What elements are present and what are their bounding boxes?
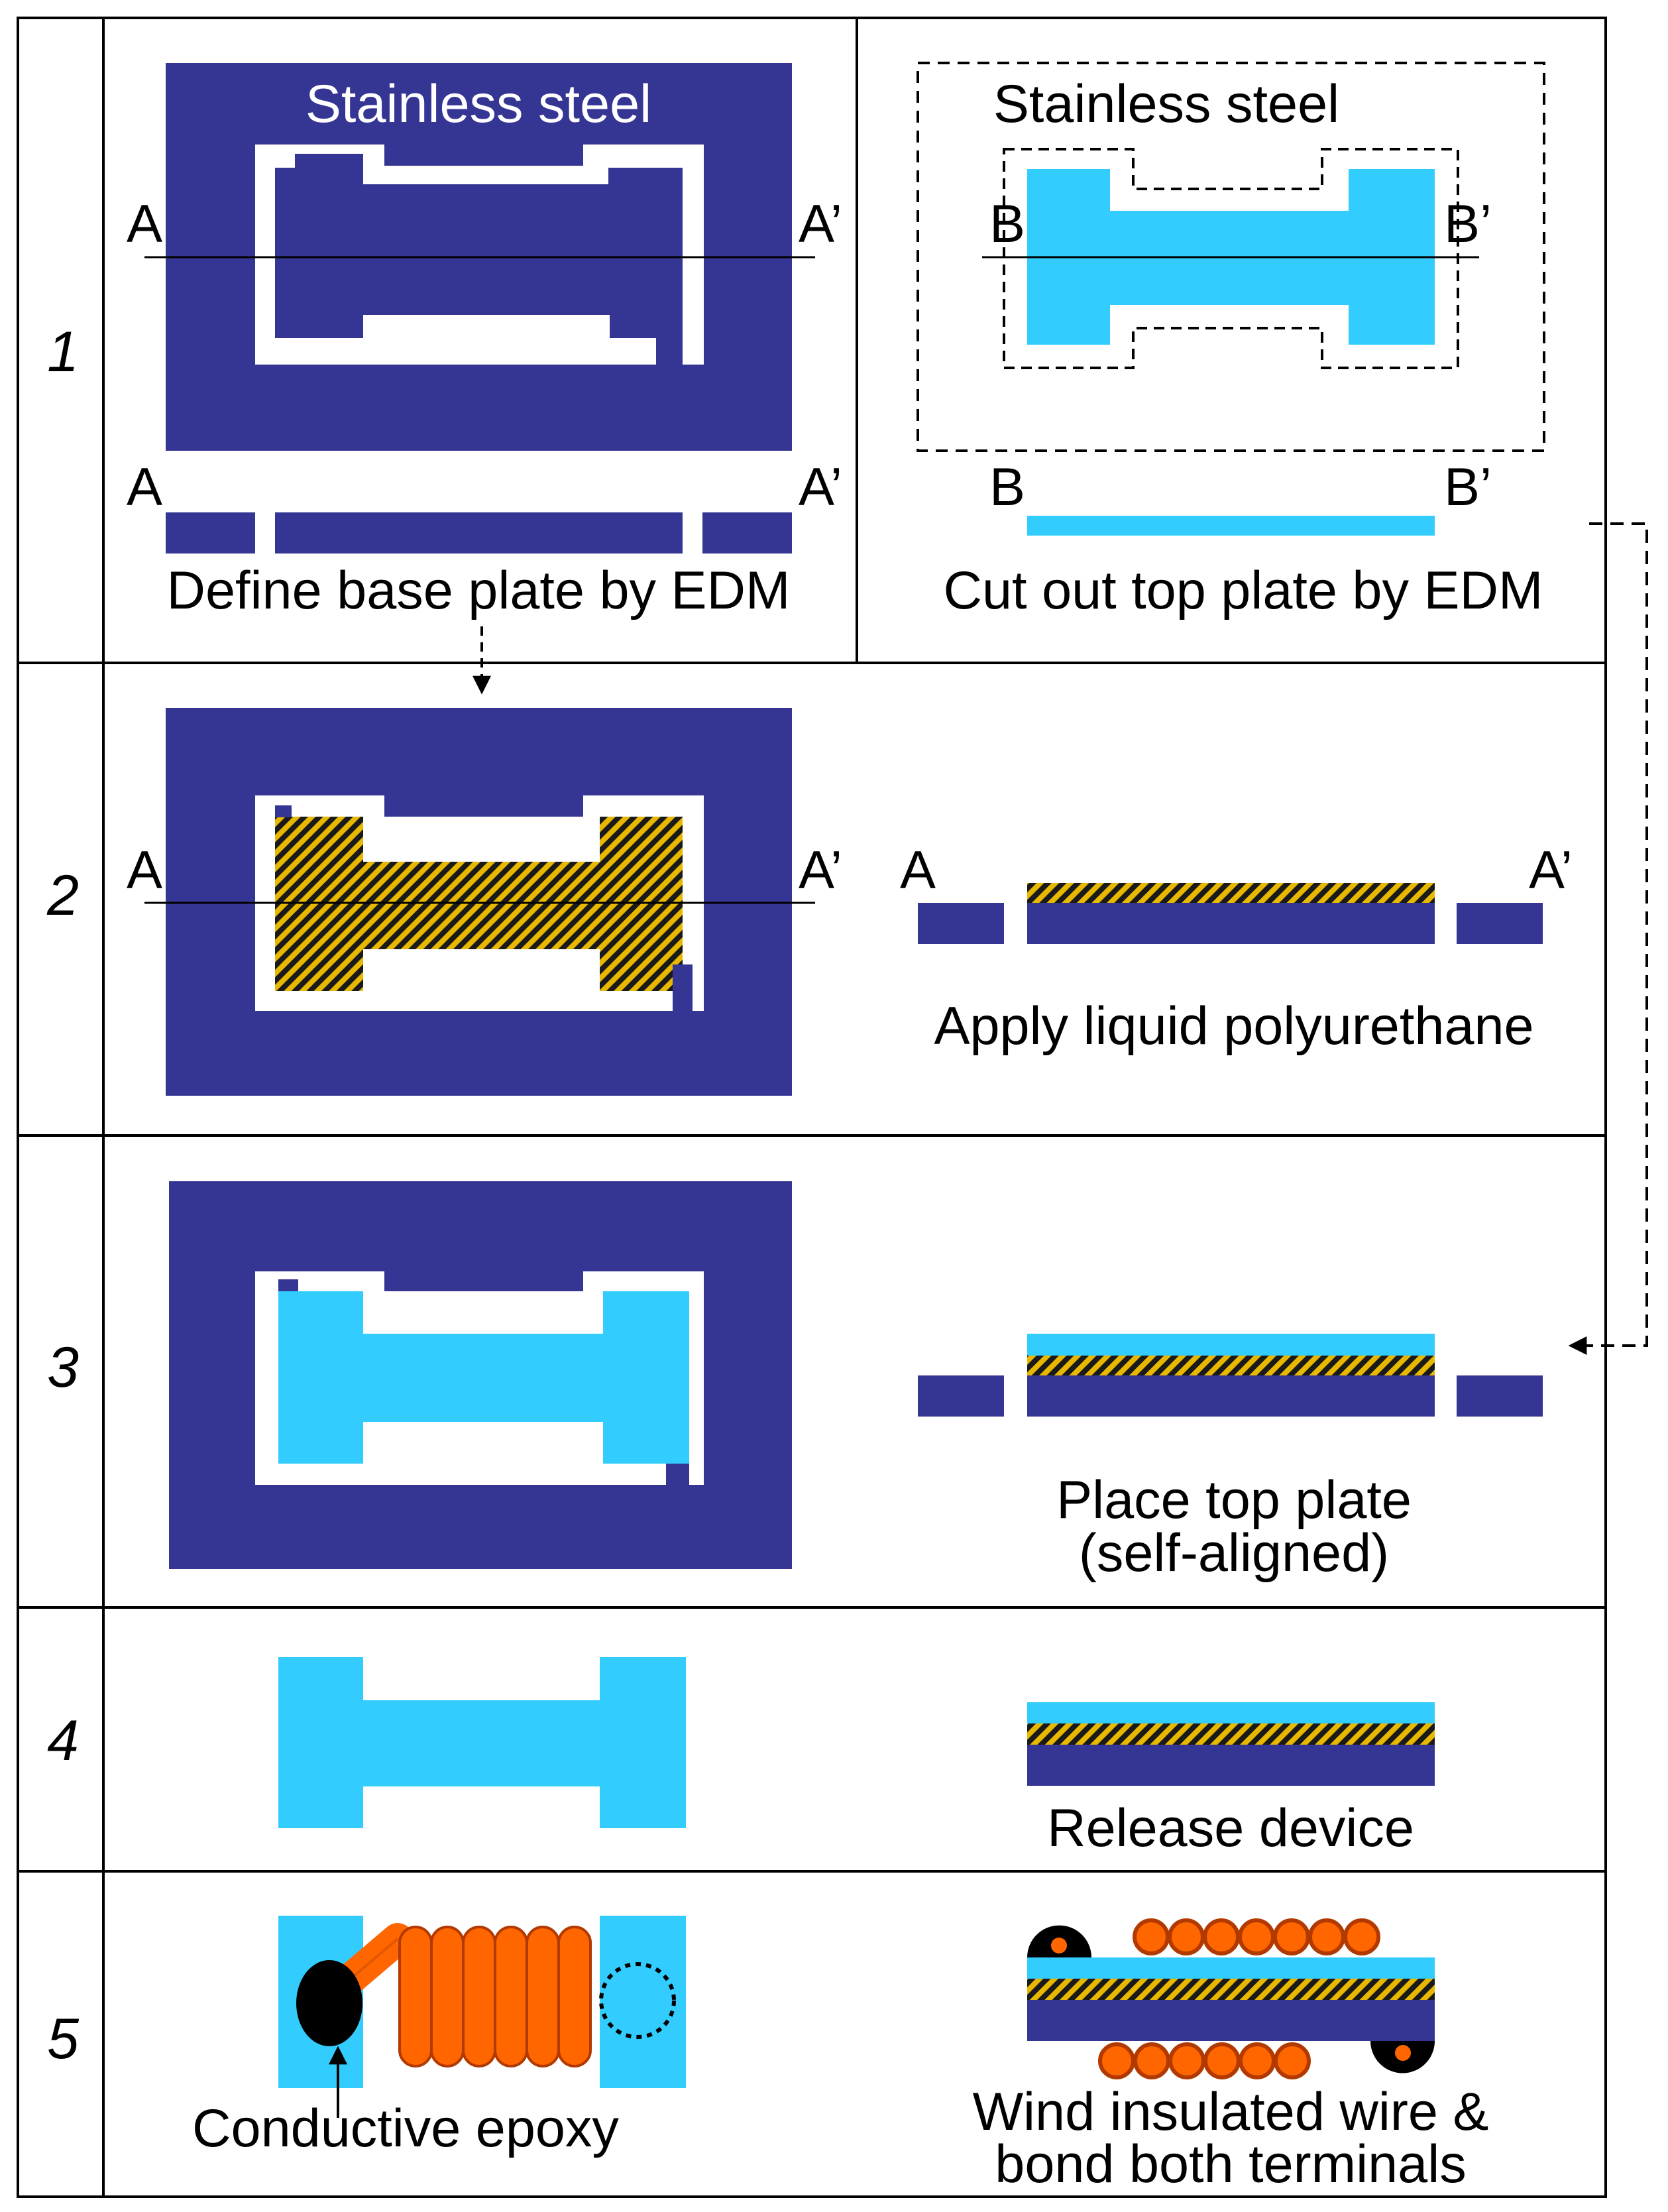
section-label-a-prime: A’ — [799, 841, 842, 900]
base-plate-layer — [1027, 1745, 1435, 1786]
device-end-right — [600, 1916, 686, 2088]
wire-turn — [1133, 2042, 1170, 2079]
wire-turn — [1203, 1918, 1240, 1955]
top-plate-layer — [1027, 1334, 1435, 1356]
wire-turns-top — [1133, 1918, 1380, 1955]
step1-base-plate-top-view: Stainless steel A A’ — [127, 63, 842, 451]
top-plate-layer — [1027, 1702, 1435, 1723]
polyurethane-layer — [1027, 883, 1435, 903]
section-label-a-prime: A’ — [799, 457, 842, 517]
cross-section-segment — [166, 512, 255, 553]
wire-turns-bottom — [1098, 2042, 1311, 2079]
wire-coil — [398, 1926, 592, 2067]
cross-section-segment — [918, 903, 1004, 944]
coil-turn — [462, 1926, 496, 2067]
wire-turn — [1168, 2042, 1205, 2079]
step-number-4: 4 — [47, 1709, 79, 1773]
top-plate-cross-section — [1027, 516, 1435, 536]
coil-turn — [430, 1926, 465, 2067]
cross-section-segment — [702, 512, 792, 553]
step4-caption: Release device — [1047, 1798, 1414, 1858]
step1-top-plate-cross-section: B B’ Cut out top plate by EDM — [944, 457, 1543, 620]
wire-turn — [1343, 1918, 1380, 1955]
step5-cross-section: Wind insulated wire & bond both terminal… — [973, 1918, 1489, 2194]
section-label-a: A — [127, 457, 162, 517]
polyurethane-layer — [1027, 1356, 1435, 1375]
section-label-b: B — [989, 457, 1025, 517]
edm-cut-stub — [275, 805, 292, 817]
step4-released-device: Release device — [278, 1657, 1435, 1858]
coil-turn — [398, 1926, 433, 2067]
section-label-a-prime: A’ — [1529, 841, 1573, 900]
material-label: Stainless steel — [993, 74, 1339, 134]
section-label-a-prime: A’ — [799, 194, 842, 254]
material-label: Stainless steel — [306, 74, 651, 134]
coil-turn — [494, 1926, 528, 2067]
wire-turn — [1273, 1918, 1310, 1955]
step3-caption-line2: (self-aligned) — [1079, 1523, 1389, 1583]
step-number-5: 5 — [47, 2007, 80, 2071]
stainless-sheet-outline — [917, 62, 1545, 452]
wire-turn — [1238, 1918, 1275, 1955]
released-device-top-view — [278, 1657, 686, 1828]
section-label-b: B — [989, 194, 1025, 254]
edm-cut-stub — [278, 1279, 298, 1291]
wire-turn — [1239, 2042, 1276, 2079]
section-label-b-prime: B’ — [1444, 457, 1492, 517]
section-label-b-prime: B’ — [1444, 194, 1492, 254]
step1-base-plate-cross-section: A A’ Define base plate by EDM — [127, 457, 842, 620]
bond-terminal-top-left — [1027, 1925, 1091, 1957]
section-label-a: A — [127, 841, 162, 900]
step1-right-caption: Cut out top plate by EDM — [944, 561, 1543, 620]
base-plate-layer — [1027, 2000, 1435, 2041]
cross-section-segment — [275, 512, 683, 553]
step3-caption-line1: Place top plate — [1056, 1470, 1412, 1530]
step2-top-view: A A’ — [127, 708, 842, 1096]
step3-top-view — [169, 1181, 792, 1569]
step-number-3: 3 — [47, 1336, 79, 1399]
terminal-outline-dotted — [599, 1962, 676, 2039]
cut-outline — [1003, 148, 1459, 369]
polyurethane-layer — [1027, 1723, 1435, 1745]
wire-turn — [1098, 2042, 1135, 2079]
cross-section-segment — [1457, 903, 1543, 944]
step5-top-view: Conductive epoxy — [192, 1916, 686, 2158]
top-plate — [278, 1291, 689, 1464]
step1-top-plate-top-view: Stainless steel B B’ — [917, 62, 1545, 452]
cross-section-segment — [918, 1375, 1004, 1417]
step5-left-caption: Conductive epoxy — [192, 2099, 619, 2158]
wire-turn — [1133, 1918, 1170, 1955]
wire-turn — [1203, 2042, 1241, 2079]
wire-turn — [1168, 1918, 1205, 1955]
step5-right-caption-line1: Wind insulated wire & — [973, 2082, 1489, 2142]
step5-right-caption-line2: bond both terminals — [995, 2134, 1466, 2194]
wire-turn — [1308, 1918, 1345, 1955]
conductive-epoxy-blob — [296, 1960, 362, 2046]
top-plate-layer — [1027, 1957, 1435, 1979]
cross-section-segment — [1027, 903, 1435, 944]
step-number-1: 1 — [47, 320, 79, 384]
step-number-2: 2 — [46, 864, 79, 927]
step3-cross-section: Place top plate (self-aligned) — [918, 1334, 1543, 1583]
cross-section-segment — [1457, 1375, 1543, 1417]
coil-turn — [526, 1926, 560, 2067]
step2-cross-section: A A’ Apply liquid polyurethane — [900, 841, 1573, 1056]
wire-turn — [1274, 2042, 1311, 2079]
cross-section-segment — [1027, 1375, 1435, 1417]
edm-cut-stub — [673, 964, 693, 1011]
bond-terminal-bottom-right — [1370, 2041, 1435, 2073]
coil-turn — [557, 1926, 592, 2067]
flow-arrow-top-plate-to-step3 — [1568, 522, 1648, 1355]
section-label-a: A — [127, 194, 162, 254]
section-label-a: A — [900, 841, 936, 900]
edm-cut-stub — [666, 1464, 689, 1485]
edm-cut-stub — [656, 315, 669, 365]
process-table-grid — [17, 17, 1607, 2198]
polyurethane-layer — [1027, 1979, 1435, 2000]
step2-caption: Apply liquid polyurethane — [934, 996, 1533, 1056]
step1-left-caption: Define base plate by EDM — [167, 561, 791, 620]
